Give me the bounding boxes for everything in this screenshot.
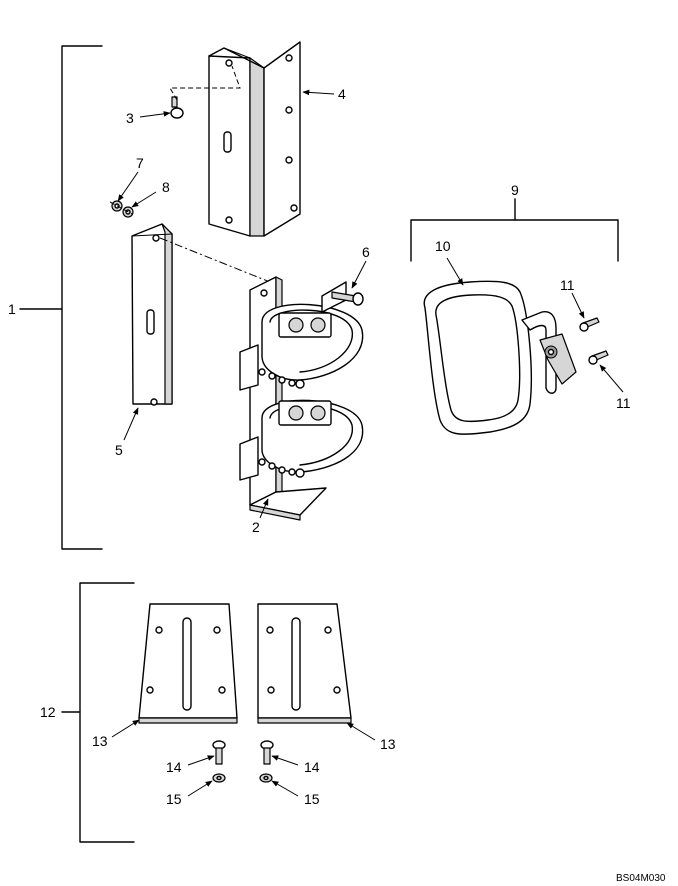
callout-13a: 13 [92,733,108,749]
callout-8: 8 [162,179,170,195]
callout-15b: 15 [304,791,320,807]
washer-part-15-right [259,773,273,783]
callout-9: 9 [511,182,519,198]
bracket-group-12 [61,582,135,843]
washer-part-8 [109,201,134,218]
mirror-part-10 [423,280,577,435]
upper-latch-chain [258,368,305,389]
mounting-plate-part-13-left [138,603,238,724]
bracket-group-1 [19,45,103,550]
callout-1: 1 [8,301,16,317]
callout-7: 7 [136,155,144,171]
callout-2: 2 [252,519,260,535]
drawing-code: BS04M030 [616,873,666,884]
callout-3: 3 [126,110,134,126]
callout-14a: 14 [166,759,182,775]
callout-10: 10 [435,238,451,254]
mounting-plate-part-13-right [257,603,352,724]
callout-14b: 14 [304,759,320,775]
bracket-group-9 [410,198,619,262]
screw-part-11-lower [588,350,609,365]
clamp-bracket-part-2 [239,276,364,521]
bolt-part-14-right [260,740,274,765]
angle-bracket-part-4 [208,41,301,237]
callout-labels: 1 2 3 4 5 6 7 8 9 10 11 11 12 13 13 14 1… [8,86,631,807]
screw-part-11-upper [579,317,600,332]
plate-part-5 [131,223,271,406]
bolt-part-14-left [212,740,226,765]
callout-12: 12 [40,704,56,720]
callout-6: 6 [362,244,370,260]
lower-latch-chain [258,458,305,478]
callout-5: 5 [115,442,123,458]
bolt-part-6 [331,291,364,306]
callout-15a: 15 [166,791,182,807]
leader-lines [111,89,624,797]
washer-part-15-left [212,773,226,783]
callout-11b: 11 [616,395,631,411]
callout-11a: 11 [560,277,575,293]
callout-13b: 13 [380,736,396,752]
screw-part-3 [169,65,241,119]
callout-4: 4 [338,86,346,102]
